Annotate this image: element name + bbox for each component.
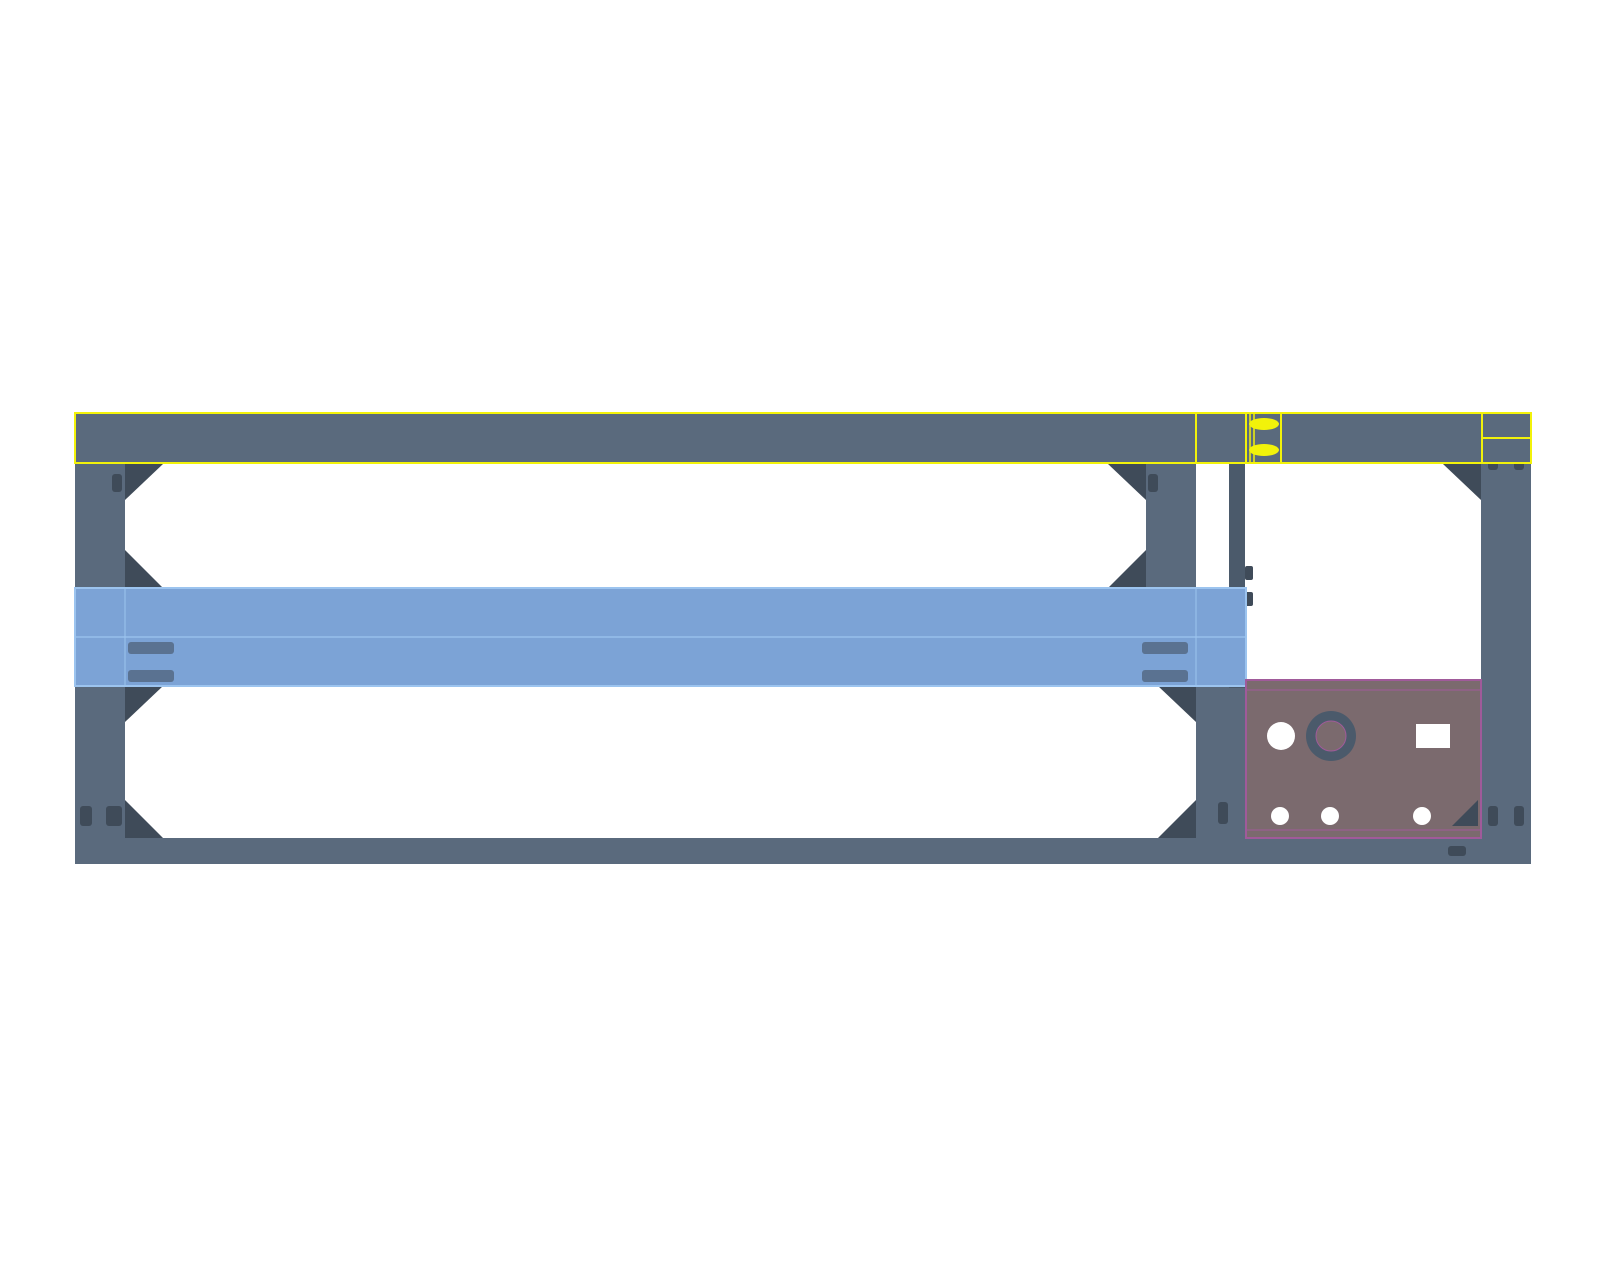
- bolt-icon[interactable]: [1142, 642, 1188, 654]
- bolt-icon[interactable]: [1488, 806, 1498, 826]
- middle-beam-right-fasteners: [1142, 642, 1188, 682]
- display-window[interactable]: [1416, 724, 1450, 748]
- gusset-icon[interactable]: [1158, 686, 1196, 722]
- hinge-icon[interactable]: [1249, 418, 1279, 430]
- middle-beam-group[interactable]: [74, 587, 1247, 687]
- center-post-upper[interactable]: [1146, 452, 1196, 588]
- bottom-beam[interactable]: [75, 838, 1531, 864]
- hole-icon[interactable]: [1413, 807, 1431, 825]
- gusset-icon[interactable]: [1452, 800, 1478, 826]
- gusset-icon[interactable]: [125, 550, 163, 588]
- control-panel-group[interactable]: [1245, 679, 1482, 839]
- bolt-icon[interactable]: [1514, 806, 1524, 826]
- hinge-bracket-highlight: [1245, 412, 1282, 464]
- gusset-icon[interactable]: [1108, 550, 1146, 588]
- gusset-icon[interactable]: [1108, 464, 1146, 500]
- bolt-icon[interactable]: [128, 642, 174, 654]
- rotary-knob-center: [1315, 720, 1347, 752]
- gusset-icon[interactable]: [1158, 800, 1196, 838]
- bolt-icon[interactable]: [112, 474, 122, 492]
- hole-icon[interactable]: [1321, 807, 1339, 825]
- bolt-icon[interactable]: [1148, 474, 1158, 492]
- hole-icon[interactable]: [1271, 807, 1289, 825]
- bolt-icon[interactable]: [1142, 670, 1188, 682]
- bolt-icon[interactable]: [1245, 566, 1253, 580]
- bolt-icon[interactable]: [128, 670, 174, 682]
- top-right-cap-highlight: [1481, 412, 1532, 439]
- middle-beam-left-fasteners: [128, 642, 174, 682]
- gusset-icon[interactable]: [125, 800, 163, 838]
- hinge-icon[interactable]: [1249, 444, 1279, 456]
- top-beam[interactable]: [75, 413, 1531, 463]
- bolt-icon[interactable]: [80, 806, 92, 826]
- bolt-icon[interactable]: [1218, 802, 1228, 824]
- gusset-icon[interactable]: [125, 464, 163, 500]
- bolt-icon[interactable]: [1448, 846, 1466, 856]
- hole-icon[interactable]: [1267, 722, 1295, 750]
- gusset-icon[interactable]: [1443, 464, 1481, 500]
- right-post[interactable]: [1481, 430, 1531, 842]
- gusset-icon[interactable]: [125, 686, 163, 722]
- top-beam-group[interactable]: [74, 412, 1532, 464]
- bolt-icon[interactable]: [106, 806, 122, 826]
